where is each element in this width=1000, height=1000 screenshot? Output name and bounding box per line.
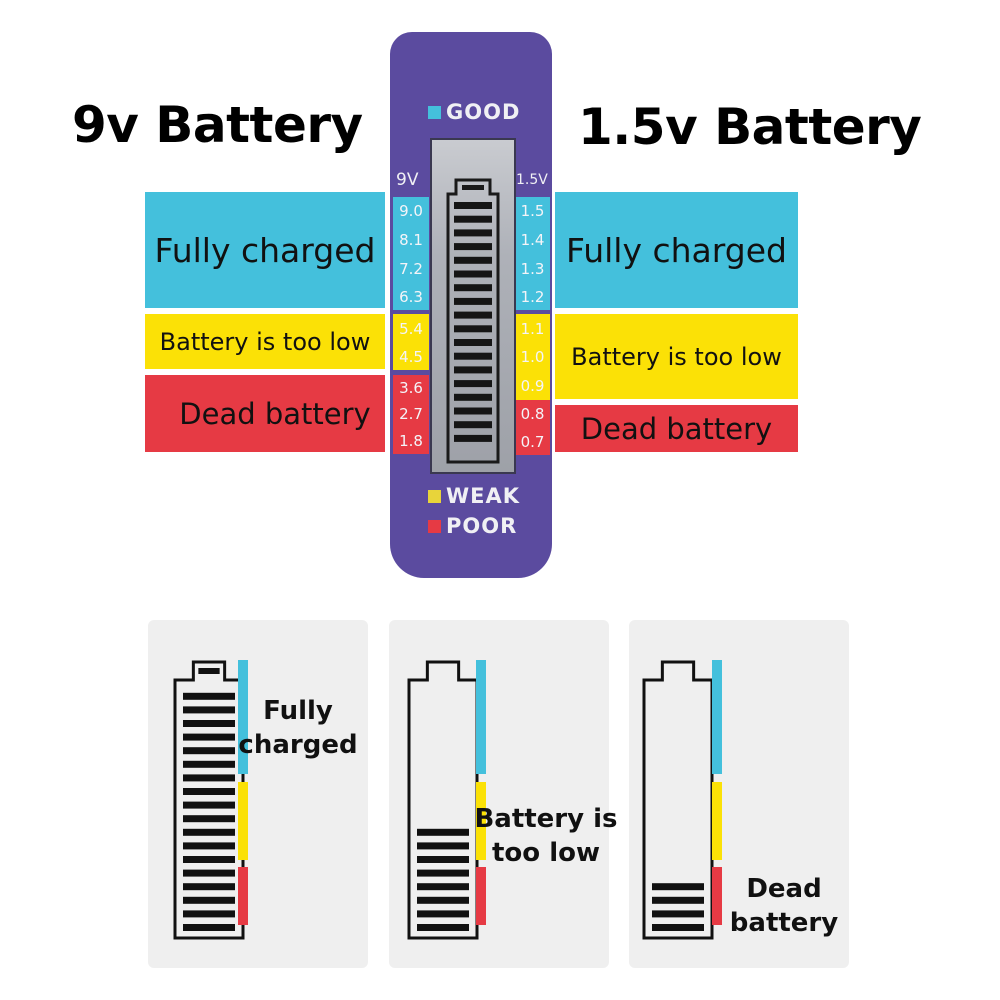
left-scale-header: 9V [396,170,419,190]
scale-value: 1.0 [515,343,550,371]
left-band-too-low: Battery is too low [145,314,385,369]
legend-weak-label: WEAK [446,484,521,508]
caption-line-2: too low [492,838,600,868]
scale-value: 1.1 [515,314,550,343]
scale-value: 9.0 [393,197,429,225]
caption-line-1: Battery is [474,804,618,834]
card-caption-dead: Dead battery [725,872,843,940]
battery-low-icon [407,660,479,940]
lcd-battery-icon [446,178,500,464]
caption-line-2: charged [238,730,358,760]
legend-weak: WEAK [428,484,520,508]
scale-value: 6.3 [393,283,429,310]
good-swatch-icon [428,105,441,119]
scale-value: 4.5 [393,343,429,370]
caption-line-1: Dead [746,874,822,904]
right-band-fully-charged: Fully charged [555,192,798,308]
left-band-dead-label: Dead battery [179,396,371,431]
card-caption-too-low: Battery is too low [471,802,621,870]
scale-value: 3.6 [393,375,429,401]
poor-swatch-icon [428,519,441,533]
right-band-fully-charged-label: Fully charged [566,230,787,270]
scale-value: 1.2 [515,283,550,310]
right-band-too-low-label: Battery is too low [571,342,782,371]
scale-value: 2.7 [393,401,429,427]
scale-value: 0.7 [515,428,550,455]
lcd-display [430,138,516,474]
right-scale-header: 1.5V [516,172,548,188]
scale-value: 1.3 [515,254,550,283]
scale-value: 1.4 [515,225,550,254]
right-band-dead-label: Dead battery [580,411,773,446]
right-band-too-low: Battery is too low [555,314,798,399]
legend-good: GOOD [428,100,520,124]
caption-line-2: battery [729,908,839,938]
scale-value: 7.2 [393,254,429,283]
card-dead: Dead battery [629,620,849,968]
scale-value: 5.4 [393,314,429,343]
legend-good-label: GOOD [446,100,521,124]
card-fully-charged: Fully charged [148,620,368,968]
scale-value: 0.8 [515,400,550,428]
weak-swatch-icon [428,489,441,503]
title-9v-battery: 9v Battery [72,96,363,154]
scale-value: 1.5 [515,197,550,225]
left-band-fully-charged-label: Fully charged [154,230,376,270]
right-band-dead: Dead battery [555,405,798,452]
left-band-too-low-label: Battery is too low [159,327,371,356]
legend-poor: POOR [428,514,517,538]
scale-value: 1.8 [393,427,429,454]
scale-value: 8.1 [393,225,429,254]
scale-value: 0.9 [515,371,550,400]
title-1-5v-battery: 1.5v Battery [578,98,922,156]
battery-full-icon [173,660,245,940]
caption-line-1: Fully [263,696,333,726]
left-band-dead: Dead battery [145,375,385,452]
legend-poor-label: POOR [446,514,518,538]
card-caption-fully-charged: Fully charged [236,694,360,762]
left-band-fully-charged: Fully charged [145,192,385,308]
card-too-low: Battery is too low [389,620,618,968]
